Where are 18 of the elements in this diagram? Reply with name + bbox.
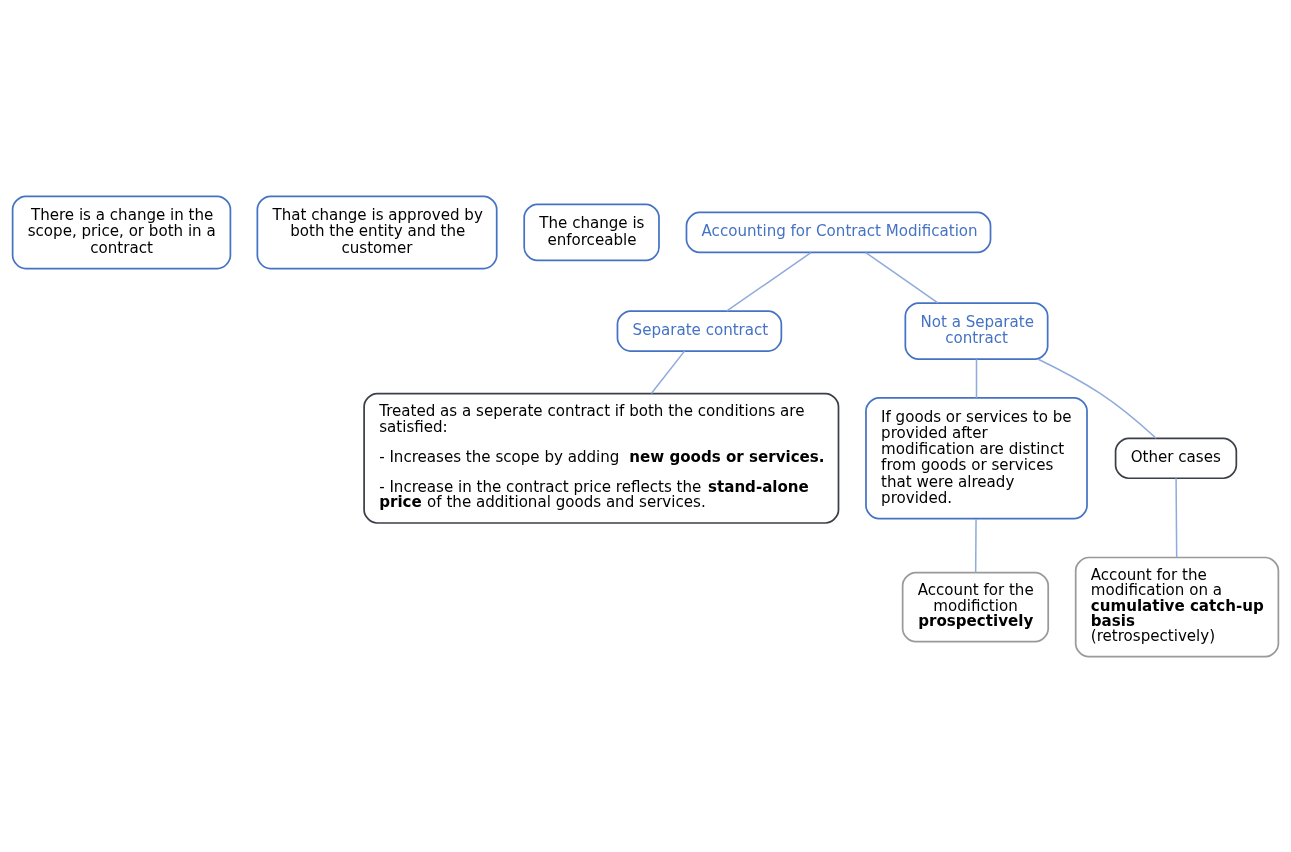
connector (865, 251, 939, 304)
node-box: The change is enforceable (523, 203, 660, 261)
connector (726, 251, 812, 312)
connector (974, 517, 977, 573)
node-box: Accounting for Contract Modification (685, 211, 992, 253)
node-box: Not a Separate contract (904, 301, 1049, 360)
node-box: There is a change in the scope, price, or both in a contract (11, 194, 232, 269)
connector (975, 358, 978, 399)
node-box: Treated as a seperate contract if both the conditions are satisfied: - Increases the scope by adding new goods or services. - Increase in the contract price reflects the stand-alone price of the additional goods and services. (363, 392, 840, 524)
connector (1175, 477, 1178, 558)
connector (650, 349, 686, 394)
node-box: If goods or services to be provided after modification are distinct from goods or services that were already provided. (865, 396, 1088, 520)
node-box: Account for the modifiction prospectively (901, 571, 1050, 642)
node-box: Other cases (1114, 437, 1238, 479)
connector (1037, 357, 1157, 439)
node-box: That change is approved by both the entity and the customer (256, 194, 498, 269)
node-box: Account for the modification on a cumulative catch-up basis (retrospectively) (1074, 556, 1280, 658)
node-box: Separate contract (616, 309, 783, 352)
